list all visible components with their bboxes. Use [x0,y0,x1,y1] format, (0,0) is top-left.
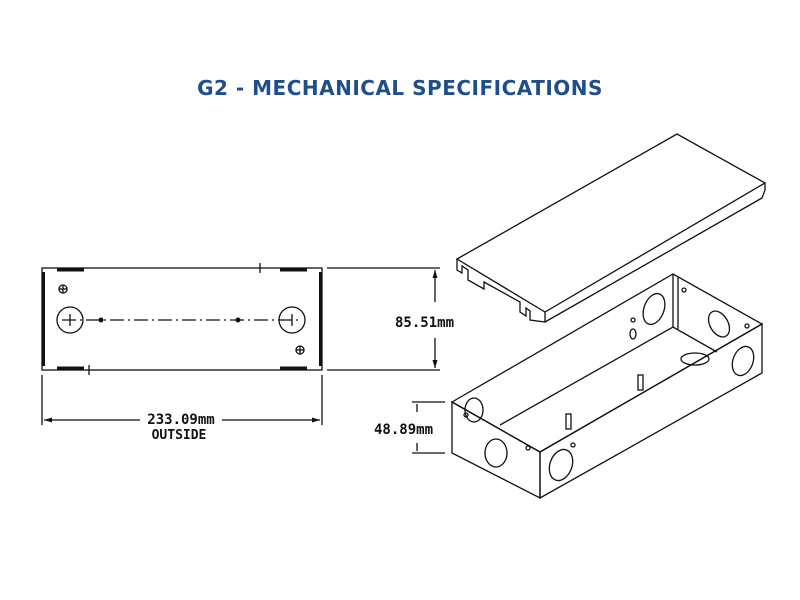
top-view-plan [41,263,323,375]
depth-label: 85.51mm [395,315,454,331]
junction-box [450,273,764,500]
box-lid [455,133,767,323]
width-note: OUTSIDE [152,428,207,443]
knockout-hole [56,306,84,334]
height-label: 48.89mm [374,422,433,438]
page-title: G2 - MECHANICAL SPECIFICATIONS [197,76,603,100]
width-label: 233.09mm [147,412,214,428]
height-dimension: 48.89mm [374,401,445,454]
depth-dimension: 85.51mm [327,267,454,371]
width-dimension: 233.09mm OUTSIDE [41,375,323,443]
